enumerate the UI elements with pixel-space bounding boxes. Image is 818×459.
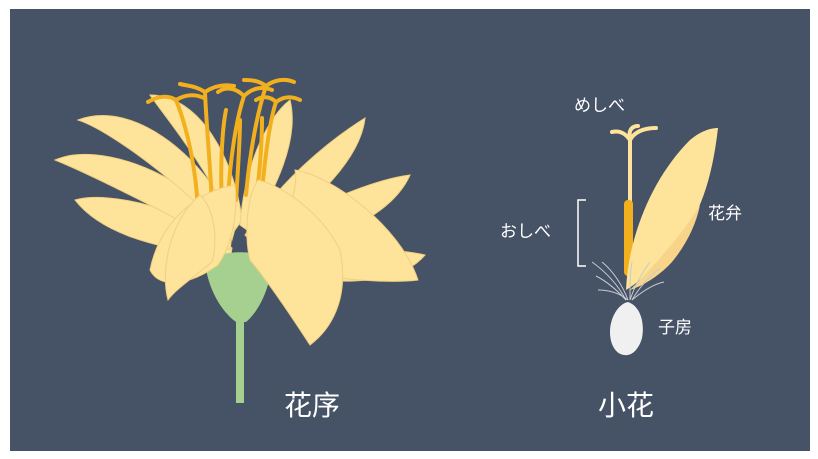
petal (246, 179, 344, 346)
front-petals (149, 169, 419, 346)
inflorescence (53, 77, 426, 403)
pistil-label: めしべ (574, 96, 625, 116)
involucre (205, 252, 272, 322)
ovary-label: 子房 (658, 318, 692, 338)
stem (236, 315, 244, 403)
floret-caption: 小花 (598, 389, 655, 422)
stamen-bracket (577, 199, 586, 267)
pistil (610, 124, 658, 207)
ovary (610, 302, 643, 356)
inflorescence-caption: 花序 (284, 389, 341, 422)
petal-label: 花弁 (708, 204, 742, 224)
floret-petal (626, 128, 718, 290)
pappus (591, 261, 665, 301)
floret (577, 124, 718, 356)
petal (76, 115, 237, 242)
petal (164, 194, 216, 302)
stamen-label: おしべ (500, 222, 551, 242)
